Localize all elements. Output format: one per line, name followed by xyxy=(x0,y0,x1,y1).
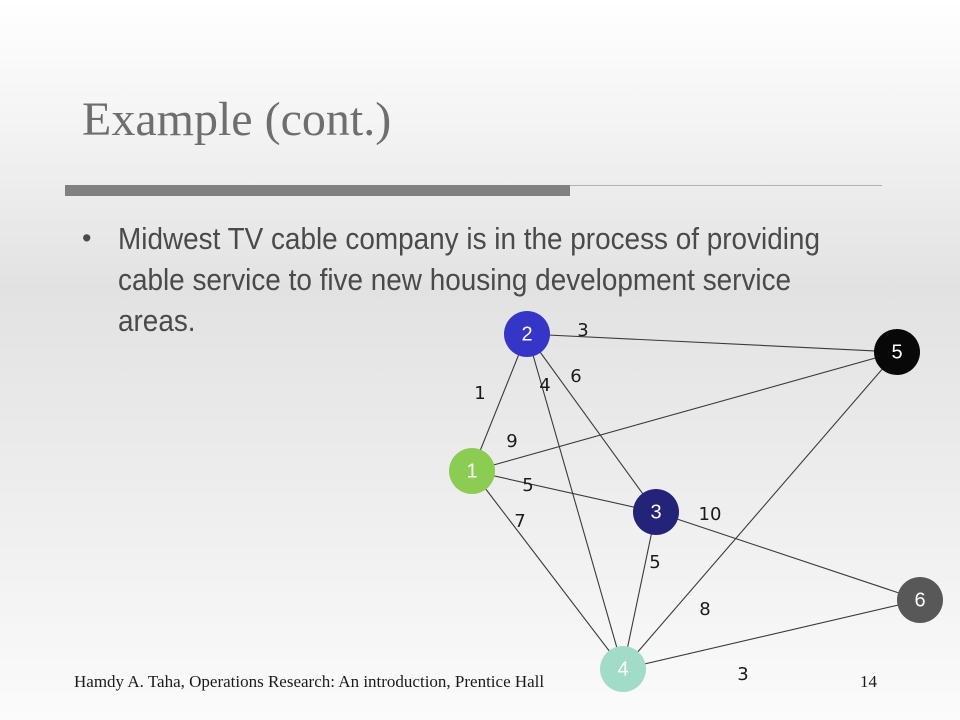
edge-weight-1-4: 7 xyxy=(514,511,525,532)
edge-weight-4-5: 8 xyxy=(699,599,710,620)
edge-3-4 xyxy=(622,511,657,670)
node-label-6: 6 xyxy=(914,589,925,611)
edge-weight-2-4: 4 xyxy=(539,375,550,396)
node-circle-3 xyxy=(633,489,679,535)
bullet-item: • Midwest TV cable company is in the pro… xyxy=(82,218,862,341)
edge-3-6 xyxy=(655,511,921,601)
node-circle-6 xyxy=(897,577,943,623)
bullet-marker: • xyxy=(82,223,92,253)
edge-4-6 xyxy=(622,599,921,670)
footer-citation: Hamdy A. Taha, Operations Research: An i… xyxy=(74,672,545,691)
edge-1-2 xyxy=(471,333,528,472)
node-4: 4 xyxy=(600,646,646,692)
bullet-list: • Midwest TV cable company is in the pro… xyxy=(82,218,862,341)
bullet-text: Midwest TV cable company is in the proce… xyxy=(118,221,820,338)
edge-weight-1-3: 5 xyxy=(522,475,533,496)
node-circle-5 xyxy=(874,329,920,375)
title-underline-thin xyxy=(570,185,882,186)
edge-1-4 xyxy=(471,470,624,670)
node-circle-2 xyxy=(504,311,550,357)
edge-1-5 xyxy=(471,351,898,472)
node-5: 5 xyxy=(874,329,920,375)
edge-weight-3-6: 10 xyxy=(699,504,722,525)
node-label-3: 3 xyxy=(650,501,661,523)
slide-title: Example (cont.) xyxy=(82,93,392,146)
title-underline-thick xyxy=(65,185,570,196)
edge-weight-1-5: 9 xyxy=(506,431,517,452)
node-label-5: 5 xyxy=(891,341,902,363)
edge-2-4 xyxy=(526,333,624,670)
edge-weight-3-4: 5 xyxy=(649,552,660,573)
page-number: 14 xyxy=(860,672,877,691)
edge-2-3 xyxy=(526,333,657,513)
nodes-layer: 1 2 3 4 5 6 xyxy=(449,311,943,692)
edge-1-3 xyxy=(471,470,657,513)
edge-weight-4-6: 3 xyxy=(737,664,748,685)
node-2: 2 xyxy=(504,311,550,357)
node-label-2: 2 xyxy=(521,323,532,345)
edge-4-5 xyxy=(622,351,898,670)
edge-2-5 xyxy=(526,333,898,353)
edge-weight-2-5: 3 xyxy=(577,320,588,341)
node-label-1: 1 xyxy=(466,460,477,482)
node-circle-1 xyxy=(449,448,495,494)
edge-weight-2-3: 6 xyxy=(570,366,581,387)
node-circle-4 xyxy=(600,646,646,692)
edge-weight-1-2: 1 xyxy=(474,383,485,404)
node-label-4: 4 xyxy=(617,658,628,680)
node-3: 3 xyxy=(633,489,679,535)
node-6: 6 xyxy=(897,577,943,623)
node-1: 1 xyxy=(449,448,495,494)
